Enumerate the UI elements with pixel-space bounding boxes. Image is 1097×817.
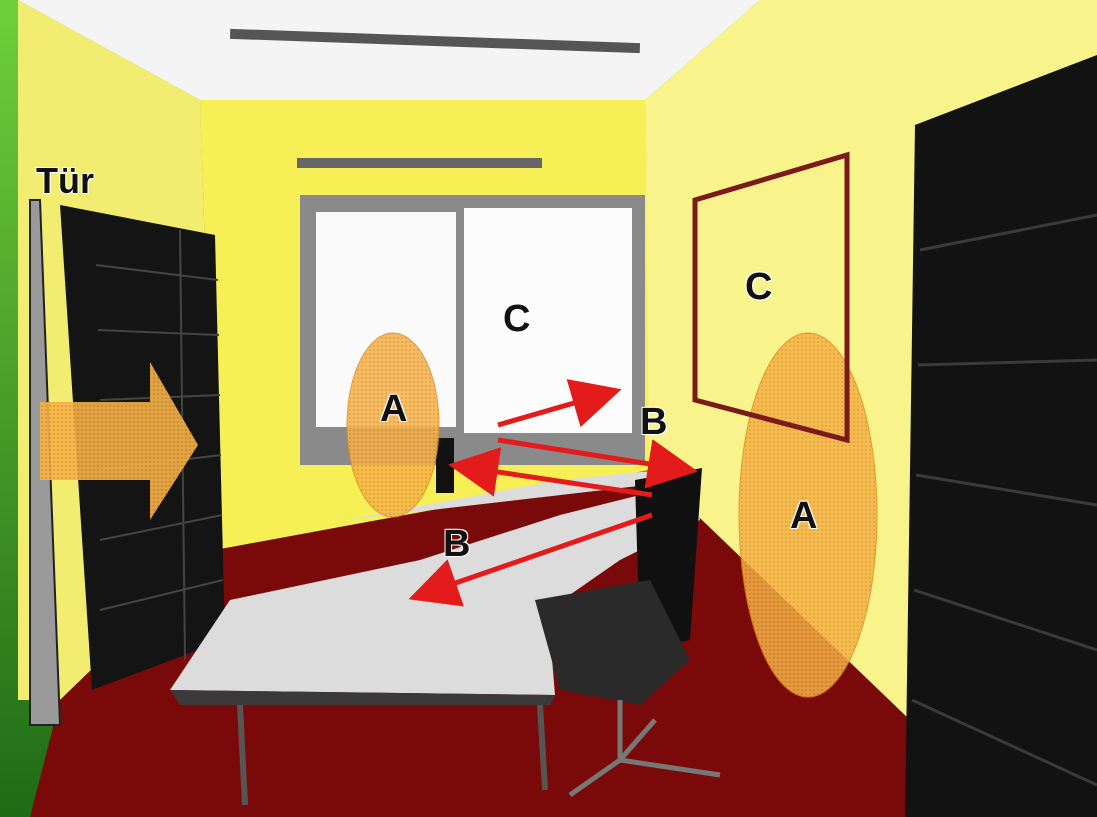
- zone-c-window-label: C: [503, 300, 530, 338]
- right-shelf: [905, 55, 1097, 817]
- small-chair: [436, 438, 454, 493]
- zone-c-frame-label: C: [745, 268, 772, 306]
- window-pane-right: [464, 208, 632, 433]
- zone-a-left-label: A: [380, 390, 407, 428]
- zone-b-upper-label: B: [640, 403, 667, 441]
- zone-b-lower-label: B: [443, 525, 470, 563]
- window-blind: [297, 158, 542, 168]
- door-label: Tür: [36, 163, 94, 199]
- zone-a-right-label: A: [790, 497, 817, 535]
